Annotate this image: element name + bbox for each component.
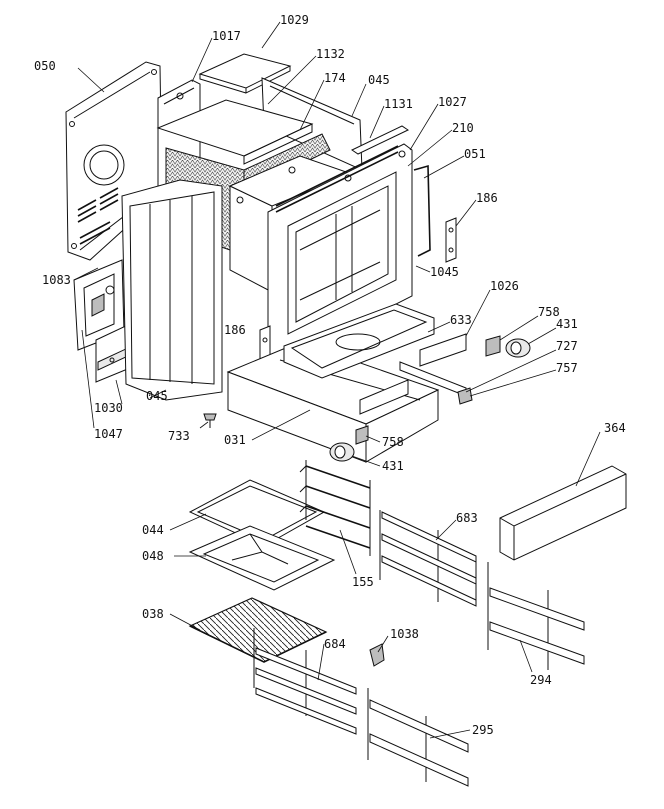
leader-lines [73,21,601,739]
part-683-rails [379,510,477,607]
part-1083-control-bracket [73,259,125,351]
label-045-top: 045 [368,73,390,87]
label-364: 364 [604,421,626,435]
part-733-screw [203,413,217,428]
part-1132-oven-top [156,99,314,165]
label-1047: 1047 [94,427,123,441]
label-431-bottom: 431 [382,459,404,473]
part-758-bracket-b [355,425,369,445]
label-758-bottom: 758 [382,435,404,449]
label-038: 038 [142,607,164,621]
label-295: 295 [472,723,494,737]
label-757: 757 [556,361,578,375]
part-1131-rail [350,125,410,155]
label-1045: 1045 [430,265,459,279]
label-684: 684 [324,637,346,651]
label-048: 048 [142,549,164,563]
part-front-frame [267,143,413,363]
label-683: 683 [456,511,478,525]
label-733: 733 [168,429,190,443]
label-1131: 1131 [384,97,413,111]
part-labels: 050 1017 1029 1132 174 045 1131 1027 210… [34,13,626,737]
part-684-rails [253,628,357,735]
label-1083: 1083 [42,273,71,287]
label-044: 044 [142,523,164,537]
label-1030: 1030 [94,401,123,415]
label-1038: 1038 [390,627,419,641]
part-186-hinge-right [445,217,457,263]
part-295-rails [367,688,469,787]
label-174: 174 [324,71,346,85]
part-oven-cavity [228,155,354,293]
part-1038-clip [369,643,385,667]
part-758-bracket-a [485,335,501,357]
part-431-foot-a [505,338,531,358]
part-045-door [121,179,223,401]
label-045-door: 045 [146,389,168,403]
label-1026: 1026 [490,279,519,293]
label-186-left: 186 [224,323,246,337]
part-1026-bracket [419,333,467,367]
label-758-top: 758 [538,305,560,319]
label-1017: 1017 [212,29,241,43]
part-364-panel [499,465,627,561]
part-038-wire-shelf [188,597,328,663]
part-051-element [413,164,431,257]
label-431-top: 431 [556,317,578,331]
label-050: 050 [34,59,56,73]
label-633: 633 [450,313,472,327]
part-727-rail [359,361,467,415]
label-1132: 1132 [316,47,345,61]
part-155-side-rack [299,460,371,556]
label-1029: 1029 [280,13,309,27]
part-294-rails [487,562,585,670]
label-294: 294 [530,673,552,687]
label-1027: 1027 [438,95,467,109]
part-757-clip [457,387,473,405]
label-155: 155 [352,575,374,589]
label-210: 210 [452,121,474,135]
label-727: 727 [556,339,578,353]
part-431-foot-b [329,442,355,462]
label-031: 031 [224,433,246,447]
part-633-bottom-pan [283,303,435,379]
label-051: 051 [464,147,486,161]
part-048-pan [188,525,336,591]
label-186-right: 186 [476,191,498,205]
